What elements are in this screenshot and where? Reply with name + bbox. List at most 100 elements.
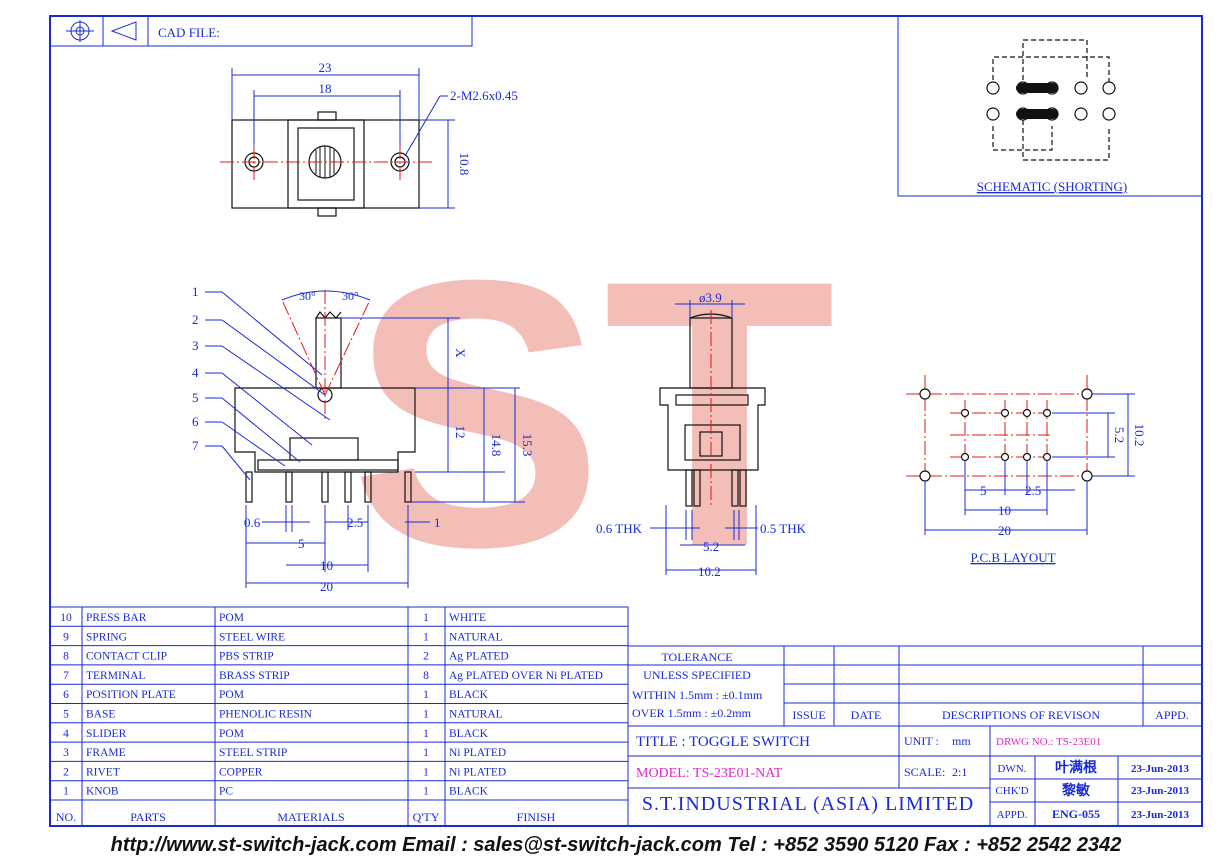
svg-text:2: 2	[192, 312, 199, 327]
bom-cell-part: TERMINAL	[86, 670, 145, 682]
svg-text:30°: 30°	[342, 289, 359, 303]
svg-text:1: 1	[434, 515, 441, 530]
bom-cell-qty: 1	[423, 747, 429, 759]
schematic-label: SCHEMATIC (SHORTING)	[977, 179, 1128, 194]
bom-cell-part: RIVET	[86, 766, 120, 778]
title-block: TITLE : TOGGLE SWITCH UNIT : mm DRWG NO.…	[628, 726, 1202, 826]
top-view: 23 18 2-M2.6x0.45 10.8	[220, 60, 518, 217]
svg-text:2-M2.6x0.45: 2-M2.6x0.45	[450, 88, 518, 103]
svg-text:5: 5	[192, 390, 199, 405]
bom-row: 3 FRAME STEEL STRIP 1 Ni PLATED	[63, 747, 506, 759]
bom-cell-material: POM	[219, 612, 244, 624]
svg-text:1: 1	[192, 284, 199, 299]
svg-text:TOLERANCE: TOLERANCE	[661, 650, 732, 664]
svg-text:4: 4	[192, 365, 199, 380]
bom-cell-no: 4	[63, 728, 69, 740]
svg-text:UNLESS SPECIFIED: UNLESS SPECIFIED	[643, 668, 751, 682]
svg-text:0.6 THK: 0.6 THK	[596, 521, 643, 536]
bom-cell-qty: 1	[423, 786, 429, 798]
company-name: S.T.INDUSTRIAL (ASIA) LIMITED	[642, 793, 974, 815]
contact-footer: http://www.st-switch-jack.com Email : sa…	[111, 834, 1122, 856]
svg-text:叶满根: 叶满根	[1055, 759, 1098, 776]
bom-cell-part: POSITION PLATE	[86, 689, 176, 701]
svg-text:20: 20	[320, 579, 333, 594]
svg-text:18: 18	[319, 81, 332, 96]
bom-cell-part: CONTACT CLIP	[86, 651, 167, 663]
pcb-layout: 5.2 10.2 5 2.5 10 20 P.C.B LAYOUT	[906, 375, 1147, 565]
svg-text:10.2: 10.2	[1132, 424, 1147, 447]
svg-text:5: 5	[980, 483, 987, 498]
svg-text:黎敏: 黎敏	[1062, 782, 1091, 799]
svg-text:2:1: 2:1	[952, 765, 967, 779]
svg-text:0.5 THK: 0.5 THK	[760, 521, 807, 536]
bom-cell-no: 8	[63, 651, 69, 663]
svg-text:ST: ST	[350, 201, 836, 626]
svg-text:mm: mm	[952, 734, 971, 748]
bom-cell-material: COPPER	[219, 766, 263, 778]
svg-text:23: 23	[319, 60, 332, 75]
bom-cell-material: PHENOLIC RESIN	[219, 709, 313, 721]
bom-cell-no: 9	[63, 631, 69, 643]
bom-cell-part: BASE	[86, 709, 115, 721]
svg-text:12: 12	[453, 426, 468, 439]
svg-text:5: 5	[298, 536, 305, 551]
bom-cell-finish: Ni PLATED	[449, 747, 506, 759]
svg-text:DESCRIPTIONS OF REVISON: DESCRIPTIONS OF REVISON	[942, 708, 1100, 722]
svg-text:SCALE:: SCALE:	[904, 765, 945, 779]
svg-text:15.3: 15.3	[520, 434, 535, 457]
first-angle-projection-icon	[66, 20, 137, 42]
header-box: CAD FILE:	[49, 15, 473, 47]
bom-cell-finish: BLACK	[449, 728, 489, 740]
svg-text:5.2: 5.2	[1112, 427, 1127, 443]
svg-text:6: 6	[192, 414, 199, 429]
svg-text:10.8: 10.8	[457, 153, 472, 176]
revision-block: TOLERANCE UNLESS SPECIFIED WITHIN 1.5mm …	[628, 645, 1202, 727]
title-text: TITLE : TOGGLE SWITCH	[636, 734, 810, 750]
svg-text:MATERIALS: MATERIALS	[277, 810, 344, 824]
bom-cell-no: 7	[63, 670, 69, 682]
bom-cell-material: BRASS STRIP	[219, 670, 290, 682]
schematic-box: SCHEMATIC (SHORTING)	[897, 15, 1203, 197]
svg-text:UNIT :: UNIT :	[904, 734, 939, 748]
svg-text:23-Jun-2013: 23-Jun-2013	[1131, 763, 1190, 775]
svg-text:ø3.9: ø3.9	[699, 290, 722, 305]
svg-text:10: 10	[320, 558, 333, 573]
drawing-number: DRWG NO.: TS-23E01	[996, 736, 1101, 748]
svg-text:DATE: DATE	[851, 708, 882, 722]
svg-text:FINISH: FINISH	[517, 810, 556, 824]
svg-text:2.5: 2.5	[1025, 483, 1041, 498]
bom-cell-finish: NATURAL	[449, 631, 503, 643]
bom-cell-qty: 1	[423, 709, 429, 721]
svg-text:0.6: 0.6	[244, 515, 261, 530]
bom-cell-qty: 1	[423, 612, 429, 624]
svg-text:NO.: NO.	[56, 810, 76, 824]
bom-cell-qty: 1	[423, 689, 429, 701]
bom-cell-no: 10	[60, 612, 72, 624]
svg-text:CHK'D: CHK'D	[995, 785, 1028, 797]
svg-text:ISSUE: ISSUE	[792, 708, 825, 722]
side-view: 30° 30° 1 2 3 4 5 6 7 X 12 14.8 15.3	[192, 284, 535, 594]
bom-cell-no: 3	[63, 747, 69, 759]
pcb-layout-label: P.C.B LAYOUT	[970, 550, 1055, 565]
svg-text:10: 10	[998, 503, 1011, 518]
bom-cell-part: FRAME	[86, 747, 126, 759]
bom-cell-qty: 1	[423, 631, 429, 643]
svg-text:WITHIN 1.5mm : ±0.1mm: WITHIN 1.5mm : ±0.1mm	[632, 688, 763, 702]
bom-header-row: NO. PARTS MATERIALS Q'TY FINISH	[56, 810, 556, 824]
bom-cell-no: 2	[63, 766, 69, 778]
bom-cell-part: PRESS BAR	[86, 612, 147, 624]
svg-text:5.2: 5.2	[703, 539, 719, 554]
svg-text:DWN.: DWN.	[997, 763, 1026, 775]
bom-cell-material: STEEL STRIP	[219, 747, 287, 759]
svg-text:7: 7	[192, 438, 199, 453]
st-watermark: ST	[350, 201, 836, 626]
front-view: ø3.9 0.6 THK 0.5 THK 5.2 10.2	[596, 290, 807, 579]
svg-text:X: X	[453, 348, 468, 358]
svg-text:APPD.: APPD.	[997, 809, 1028, 821]
